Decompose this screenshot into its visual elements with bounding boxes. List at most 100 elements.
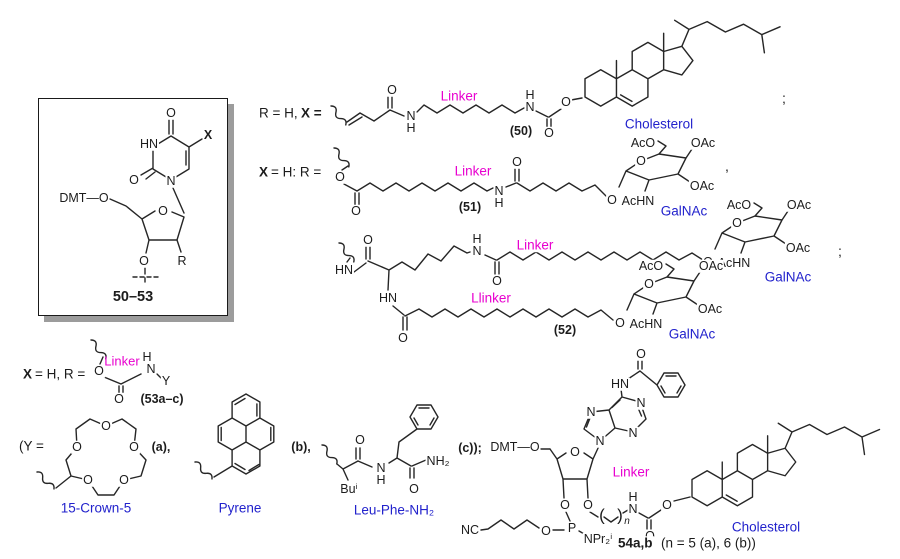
- compound-53-label-hr: = H, R =: [34, 366, 87, 382]
- compound-51-label-o: O: [606, 192, 618, 207]
- compound-50-label-h: H: [524, 87, 536, 102]
- compound-52-label-hn: HN: [333, 262, 355, 277]
- compound-51-label-51: (51): [457, 199, 483, 214]
- crown-ether-label-a: (a),: [150, 439, 172, 454]
- structure-54-linework: [480, 358, 881, 536]
- compound-50-label-50: (50): [508, 123, 534, 138]
- crown-ether-label-o: O: [118, 472, 130, 487]
- compound-52-label-achn: AcHN: [628, 316, 664, 331]
- compound-51-label-o: O: [635, 153, 647, 168]
- compound-52-label-o: O: [362, 232, 374, 247]
- nucleoside-box-label-hn: HN: [138, 136, 160, 151]
- nucleoside-box-label-dmto: DMT—O: [58, 190, 110, 205]
- compound-53-label-h: H: [141, 349, 153, 364]
- leu-phe-label-bu: Buⁱ: [339, 481, 359, 496]
- compound-53-label-linker: Linker: [104, 353, 140, 369]
- leu-phe-label-c: (c));: [457, 440, 483, 455]
- compound-52-label-o: O: [491, 273, 503, 288]
- compound-54-label-nc: NC: [459, 522, 481, 537]
- compound-54-label-dmto: DMT—O: [489, 439, 541, 454]
- compound-52-label-mark: ;: [837, 243, 843, 259]
- compound-51-label-o: O: [334, 169, 346, 184]
- compound-50-label-h: H: [405, 120, 417, 135]
- structure-53-linework: [88, 337, 162, 394]
- structure-50-linework: [328, 19, 781, 128]
- compound-51-label-achn: AcHN: [620, 193, 656, 208]
- nucleoside-box-label-5053: 50–53: [111, 288, 155, 305]
- compound-50-label-linker: Linker: [439, 88, 479, 104]
- compound-54-label-o: O: [644, 530, 656, 543]
- compound-54-label-n: N: [627, 425, 639, 440]
- crown-ether-label-o: O: [128, 439, 140, 454]
- compound-52-label-52: (52): [552, 322, 578, 337]
- structure-pyrene-linework: [192, 393, 275, 482]
- compound-54-label-o: O: [635, 346, 647, 361]
- compound-54-label-mark: ): [617, 505, 623, 525]
- compound-50-label-mark: ;: [781, 90, 787, 106]
- compound-box-50-53: [38, 98, 228, 316]
- compound-54-label-hn: HN: [609, 376, 631, 391]
- crown-ether-label-o: O: [71, 439, 83, 454]
- compound-51-label-h: H: [493, 195, 505, 210]
- compound-52-label-n: N: [471, 243, 483, 258]
- compound-52-label-o: O: [614, 315, 626, 330]
- compound-53-label-n: N: [145, 361, 157, 376]
- compound-54-label-n: N: [585, 404, 597, 419]
- leu-phe-label-n: N: [375, 460, 387, 475]
- compound-51-label-oac: OAc: [689, 135, 717, 150]
- compound-51-label-oac: OAc: [688, 178, 716, 193]
- pyrene-label-pyrene: Pyrene: [217, 500, 263, 516]
- compound-50-label-n: N: [405, 108, 417, 123]
- compound-51-label-o: O: [511, 154, 523, 169]
- compound-54-label-o: O: [661, 497, 673, 512]
- structure-52-linework: [336, 202, 789, 331]
- compound-53-label-53ac: (53a–c): [139, 391, 185, 406]
- compound-54-label-n5a6b: (n = 5 (a), 6 (b)): [660, 535, 757, 551]
- compound-52-label-hn: HN: [377, 290, 399, 305]
- structure-nucleoside-box-linework: [109, 119, 203, 286]
- compound-52-label-achn: AcHN: [716, 255, 752, 270]
- compound-52-label-oac: OAc: [784, 240, 812, 255]
- crown-ether-label-o: O: [82, 472, 94, 487]
- pyrene-label-b: (b),: [290, 439, 312, 454]
- compound-52-label-galnac: GalNAc: [667, 326, 717, 342]
- compound-53-label-x: X: [22, 366, 34, 382]
- compound-52-label-galnac: GalNAc: [763, 269, 813, 285]
- compound-54-label-o: O: [569, 444, 581, 459]
- compound-50-label-o: O: [543, 125, 555, 140]
- structure-crown-linework: [34, 418, 147, 496]
- compound-54-label-n: n: [624, 516, 630, 527]
- compound-52-label-aco: AcO: [725, 197, 753, 212]
- compound-53-label-o: O: [113, 391, 125, 406]
- compound-54-label-npr: NPr₂ⁱ: [582, 531, 614, 546]
- compound-50-label-o: O: [386, 82, 398, 97]
- compound-52-label-llinker: Llinker: [470, 290, 512, 306]
- compound-51-label-galnac: GalNAc: [659, 203, 709, 219]
- compound-52-label-o: O: [643, 276, 655, 291]
- compound-52-label-linker: Linker: [515, 237, 555, 253]
- compound-52-label-aco: AcO: [637, 258, 665, 273]
- leu-phe-label-o: O: [354, 432, 366, 447]
- compound-54-label-n: N: [627, 501, 639, 516]
- compound-54-label-o: O: [540, 523, 552, 538]
- compound-51-label-linker: Linker: [453, 163, 493, 179]
- compound-54-label-mark: (: [599, 505, 605, 525]
- compound-54-label-54ab: 54a,b: [617, 535, 654, 551]
- nucleoside-box-label-n: N: [165, 173, 177, 188]
- nucleoside-box-label-r: R: [176, 253, 188, 268]
- structure-51-linework: [331, 140, 693, 206]
- compound-52-label-oac: OAc: [696, 301, 724, 316]
- compound-54-label-n: N: [594, 433, 606, 448]
- compound-54-label-o: O: [582, 497, 594, 512]
- compound-52-label-o: O: [397, 330, 409, 345]
- compound-54-label-h: H: [627, 489, 639, 504]
- compound-53-label-o: O: [93, 363, 105, 378]
- compound-52-label-h: H: [471, 231, 483, 246]
- nucleoside-box-label-o: O: [165, 105, 177, 120]
- leu-phe-label-leuphenh: Leu-Phe-NH₂: [352, 502, 436, 518]
- crown-ether-label-o: O: [100, 418, 112, 433]
- nucleoside-box-label-o: O: [138, 253, 150, 268]
